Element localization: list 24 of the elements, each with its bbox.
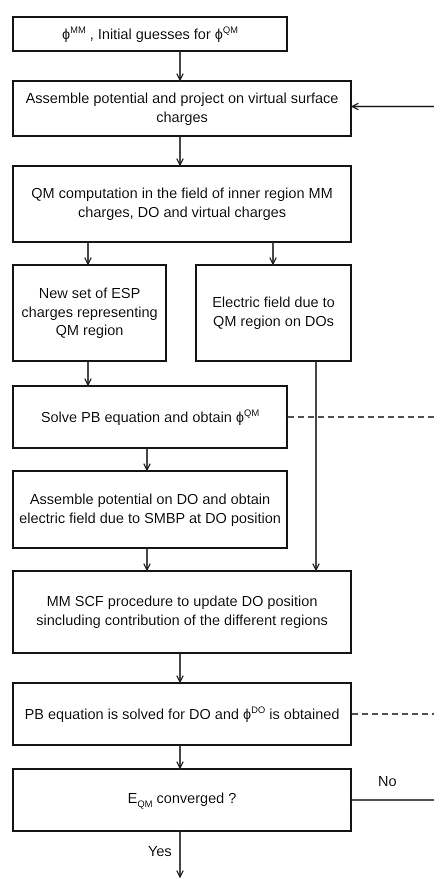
arrow (176, 832, 184, 878)
arrow (176, 137, 184, 166)
process-box: Assemble potential on DO and obtain electric field due to SMBP at DO position (12, 470, 288, 549)
arrow (351, 102, 434, 110)
arrow (312, 362, 320, 571)
arrow (84, 243, 92, 265)
process-box: New set of ESP charges representing QM region (12, 264, 167, 362)
process-box: ϕ$^{MM}$ , Initial guesses for ϕ$^{QM}$ (12, 16, 288, 52)
arrow (143, 549, 151, 571)
arrow (269, 243, 277, 265)
process-box: Solve PB equation and obtain ϕ$^{QM}$ (12, 385, 288, 449)
dashed-connector (288, 416, 434, 418)
process-box: QM computation in the field of inner region MM charges, DO and virtual charges (12, 165, 352, 243)
arrow (176, 654, 184, 683)
process-box: MM SCF procedure to update DO position sincluding contribution of the different regions (12, 570, 352, 654)
dashed-connector (352, 713, 434, 715)
process-box: E$_{QM}$ converged ? (12, 768, 352, 832)
arrow (176, 746, 184, 769)
process-box: Assemble potential and project on virtual surface charges (12, 80, 352, 137)
arrow (84, 362, 92, 386)
process-box: PB equation is solved for DO and ϕ$^{DO}$ is obtained (12, 682, 352, 746)
arrow (176, 52, 184, 81)
arrow (143, 449, 151, 471)
process-box: Electric field due to QM region on DOs (195, 264, 352, 362)
